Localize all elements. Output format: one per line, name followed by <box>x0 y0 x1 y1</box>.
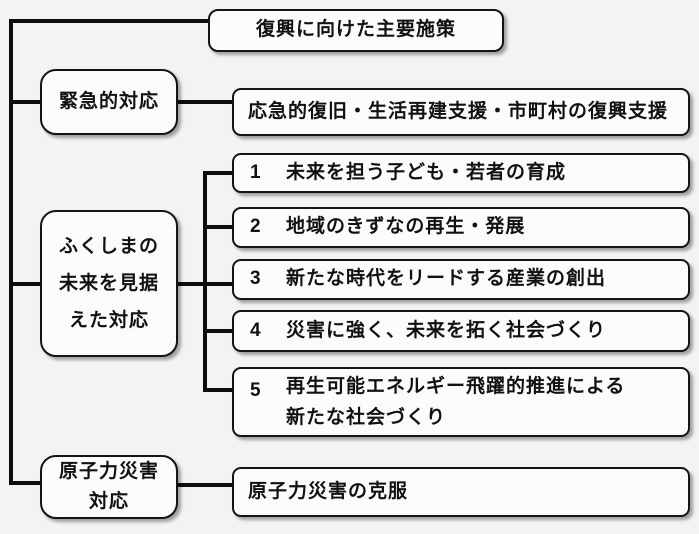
node-category-emergency-label: 緊急的対応 <box>59 88 159 117</box>
connector-item1 <box>203 171 233 175</box>
label-line: 災害に強く、未来を拓く社会づくり <box>286 319 607 341</box>
node-root-title: 復興に向けた主要施策 <box>208 9 504 52</box>
node-measure-emergency: 応急的復旧・生活再建支援・市町村の復興支援 <box>232 88 690 136</box>
label-line: えた対応 <box>68 310 149 331</box>
node-measure-1: 1 未来を担う子ども・若者の育成 <box>232 153 690 193</box>
node-category-nuclear: 原子力災害 対応 <box>40 455 178 519</box>
node-measure-2-label: 地域のきずなの再生・発展 <box>286 213 525 242</box>
measure-number: 3 <box>250 268 262 290</box>
node-measure-nuclear-label: 原子力災害の克服 <box>248 478 408 507</box>
connector-root-horizontal <box>9 19 208 23</box>
node-root-title-label: 復興に向けた主要施策 <box>255 19 456 41</box>
connector-item2 <box>203 225 233 229</box>
label-line: 応急的復旧・生活再建支援・市町村の復興支援 <box>248 100 669 122</box>
connector-cat2-left <box>9 282 40 286</box>
label-line: 原子力災害の克服 <box>248 480 409 502</box>
node-measure-emergency-label: 応急的復旧・生活再建支援・市町村の復興支援 <box>248 98 668 127</box>
measure-number: 5 <box>250 380 262 401</box>
label-line: 未来を担う子ども・若者の育成 <box>286 161 567 183</box>
label-line: 緊急的対応 <box>58 90 159 112</box>
label-line: 対応 <box>88 491 129 512</box>
node-measure-nuclear: 原子力災害の克服 <box>232 467 690 517</box>
node-category-nuclear-label: 原子力災害 対応 <box>59 457 159 517</box>
measure-number: 4 <box>250 319 262 341</box>
connector-cat1-left <box>9 100 40 104</box>
connector-item4 <box>203 329 233 333</box>
measure-number: 2 <box>250 216 262 238</box>
node-category-future-label: ふくしまの 未来を見据 えた対応 <box>59 228 159 339</box>
connector-main-trunk <box>9 19 13 485</box>
label-line: 未来を見据 <box>58 273 159 294</box>
connector-cat3-right <box>178 483 233 487</box>
connector-item5 <box>203 388 233 392</box>
node-measure-2: 2 地域のきずなの再生・発展 <box>232 207 690 248</box>
node-measure-1-label: 未来を担う子ども・若者の育成 <box>286 159 566 188</box>
connector-cat3-left <box>9 481 40 485</box>
node-measure-4: 4 災害に強く、未来を拓く社会づくり <box>232 310 690 352</box>
label-line: 原子力災害 <box>58 461 159 482</box>
node-measure-3-label: 新たな時代をリードする産業の創出 <box>286 265 606 294</box>
node-measure-3: 3 新たな時代をリードする産業の創出 <box>232 259 690 300</box>
label-line: 新たな時代をリードする産業の創出 <box>286 268 607 290</box>
label-line: ふくしまの <box>58 236 159 257</box>
label-line: 再生可能エネルギー飛躍的推進による <box>286 376 626 397</box>
label-line: 地域のきずなの再生・発展 <box>286 216 526 238</box>
connector-cat1-right <box>178 100 232 104</box>
node-measure-5-label: 再生可能エネルギー飛躍的推進による 新たな社会づくり <box>286 371 625 433</box>
node-measure-5: 5 再生可能エネルギー飛躍的推進による 新たな社会づくり <box>232 367 690 437</box>
measure-number: 1 <box>250 161 262 183</box>
label-line: 新たな社会づくり <box>286 407 447 428</box>
node-measure-4-label: 災害に強く、未来を拓く社会づくり <box>286 317 606 346</box>
node-category-future: ふくしまの 未来を見据 えた対応 <box>40 210 178 357</box>
connector-sub-trunk <box>203 171 207 392</box>
node-category-emergency: 緊急的対応 <box>40 69 178 135</box>
